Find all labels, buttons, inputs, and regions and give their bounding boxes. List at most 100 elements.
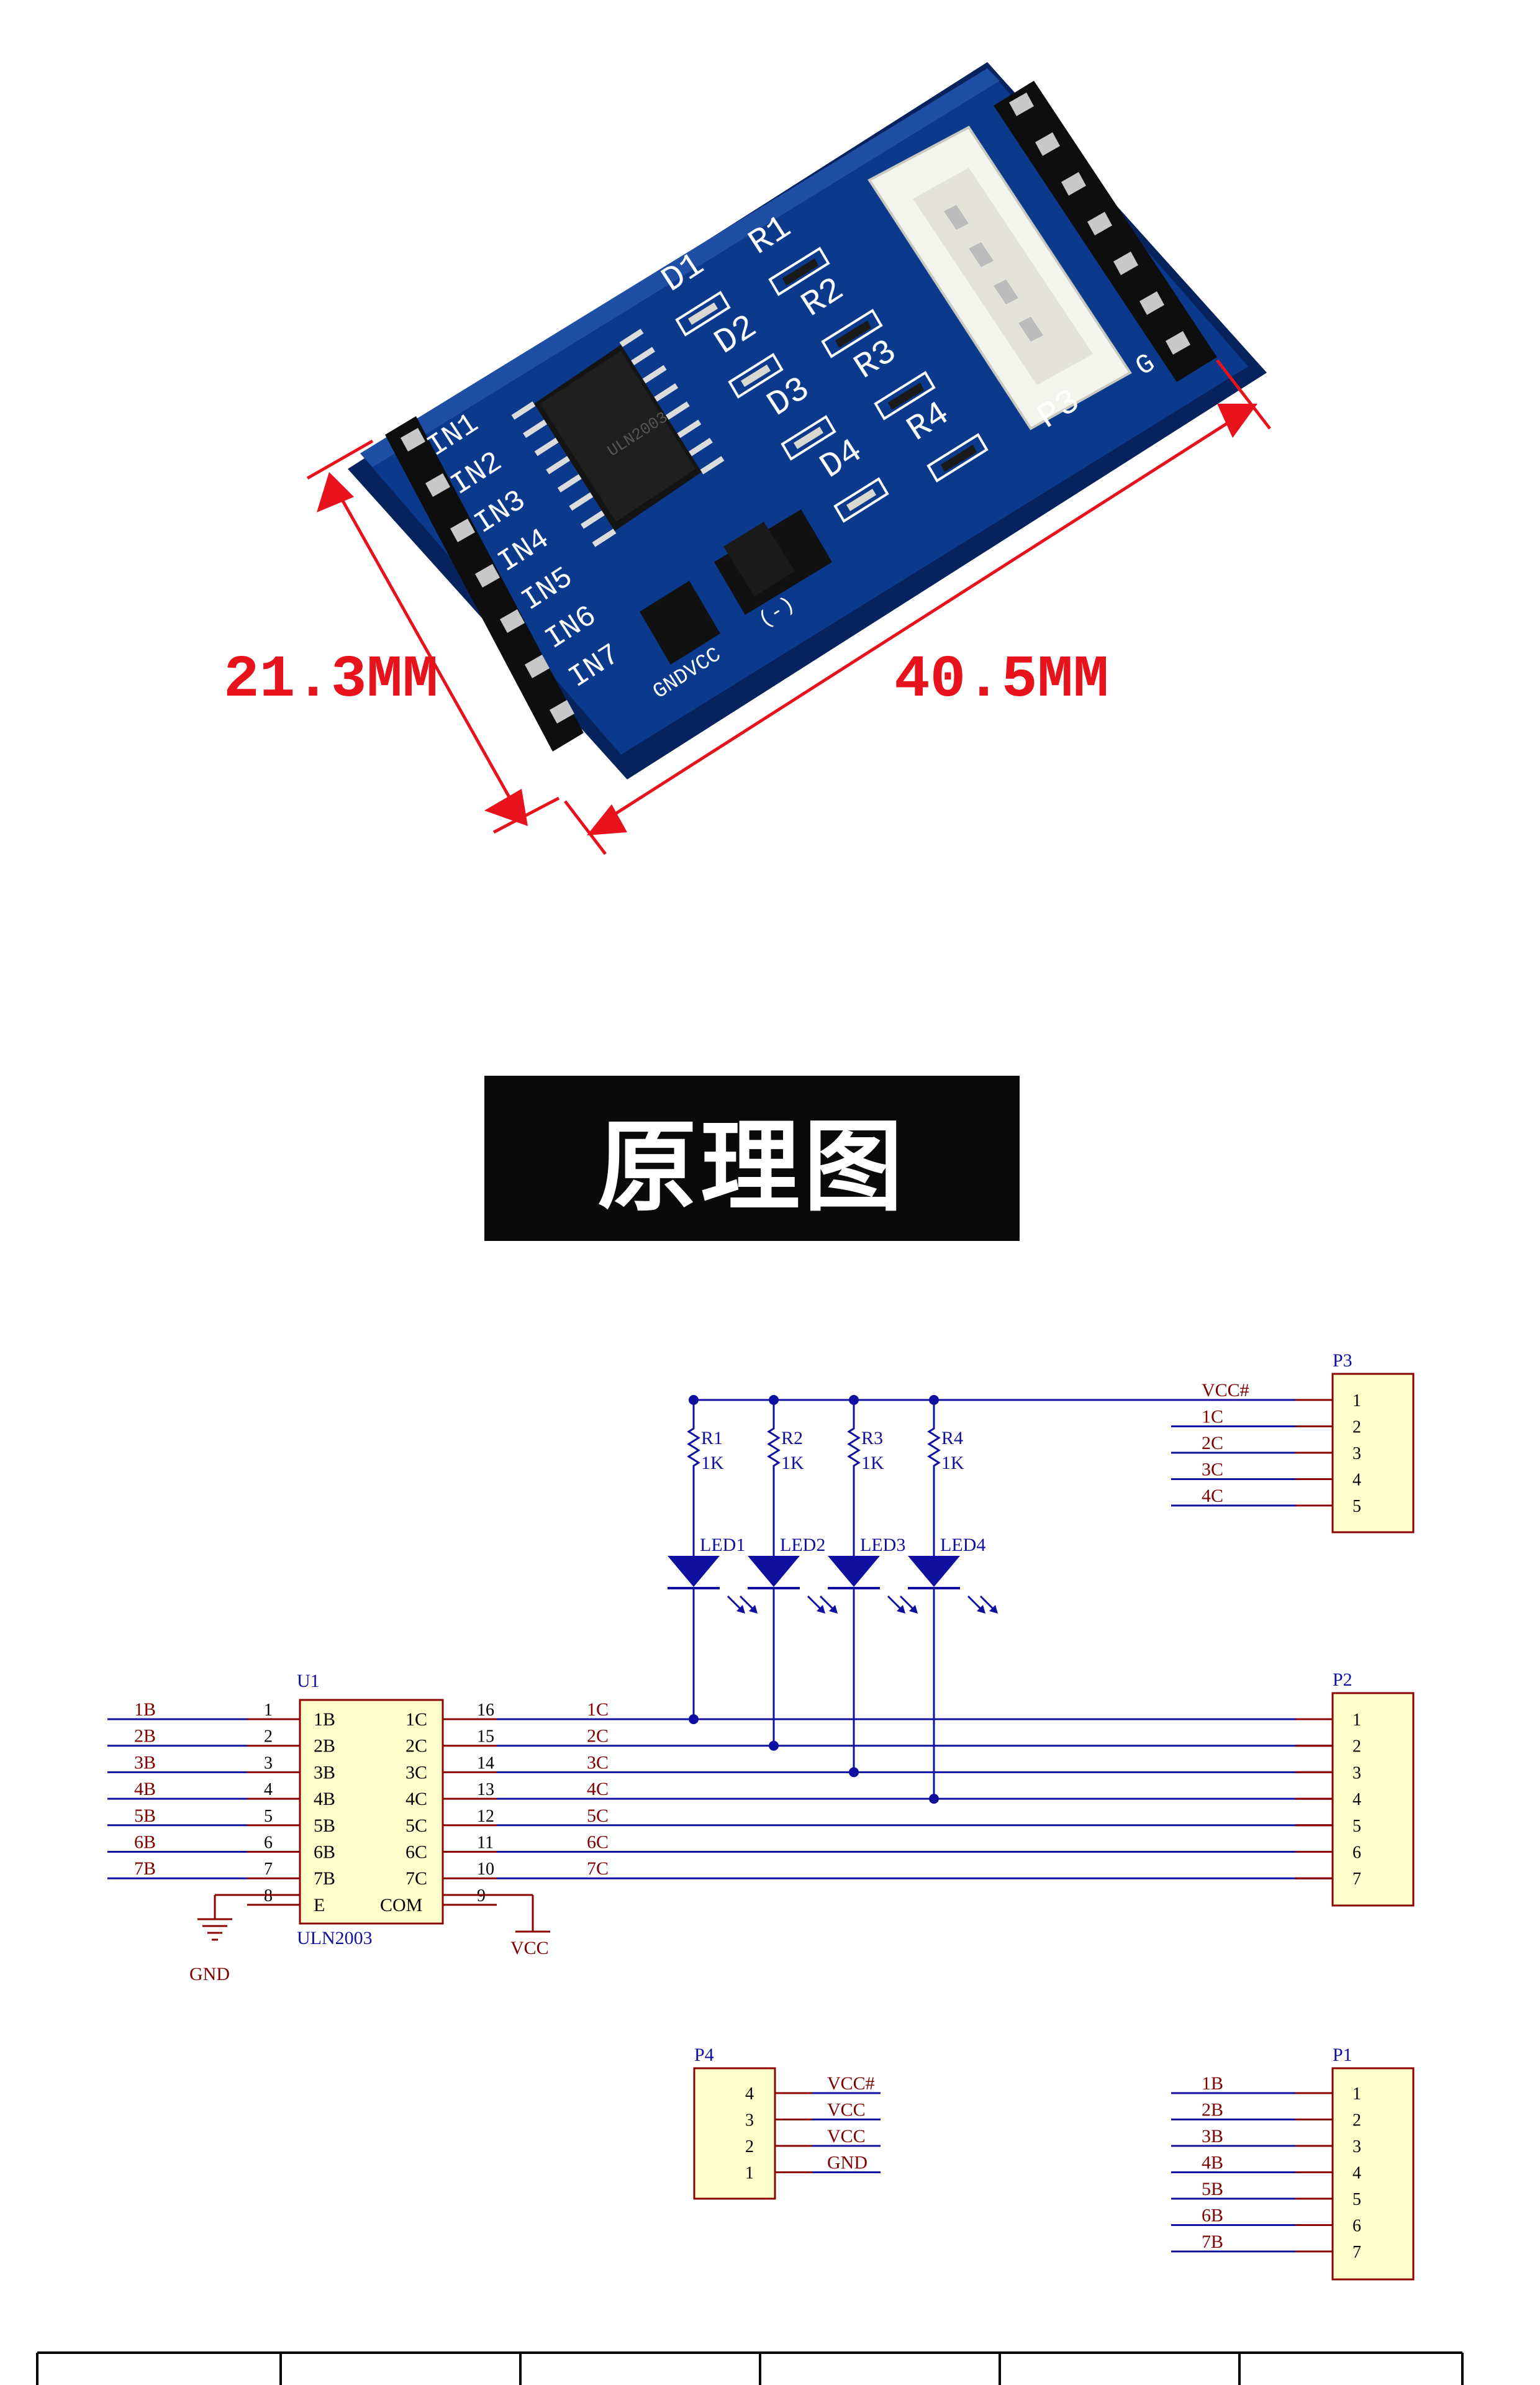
resistor-outline (874, 371, 936, 420)
u1-pin-number: 15 (477, 1727, 494, 1747)
output-pin-header (994, 81, 1217, 382)
u1-pin-number: 16 (477, 1701, 494, 1720)
header-pin (1035, 132, 1060, 156)
connector-pin-number: 2 (1352, 1418, 1361, 1437)
net-label: 2C (587, 1726, 609, 1747)
input-pin-header (385, 416, 584, 752)
u1-pin-number: 5 (264, 1807, 273, 1826)
u1-pin-name: 7C (405, 1868, 427, 1889)
p3-ref: P3 (1333, 1350, 1352, 1371)
led-outline (675, 291, 731, 337)
connector-pin-number: 2 (1352, 1737, 1361, 1756)
net-label: 2B (134, 1726, 156, 1747)
net-label: 2C (1202, 1433, 1223, 1453)
connector-pin-number: 7 (1352, 1869, 1361, 1889)
connector-pin-number: 3 (1352, 1763, 1361, 1783)
led-light-arrowhead (829, 1605, 838, 1614)
connector-pin-number: 7 (1352, 2243, 1361, 2262)
connector-pin-number: 6 (1352, 1843, 1361, 1863)
p1-ref: P1 (1333, 2045, 1352, 2065)
u1-pin-name: COM (380, 1895, 422, 1915)
smd-led (741, 365, 771, 387)
connector-pin-number: 1 (745, 2164, 754, 2183)
u1-pin-number: 6 (264, 1833, 273, 1853)
resistor-ref: R4 (941, 1428, 963, 1448)
net-label: 7B (134, 1858, 156, 1879)
junction-dot (929, 1794, 939, 1804)
net-label: 3B (1202, 2126, 1223, 2146)
chip-leg (534, 437, 559, 457)
u1-pin-name: 6C (405, 1842, 427, 1863)
resistor-symbol (687, 1400, 700, 1556)
motor-connector (867, 125, 1132, 430)
net-label: 1C (1202, 1407, 1223, 1427)
header-pin (1166, 331, 1190, 355)
uln2003-chip: ULN2003 (511, 329, 725, 547)
connector-pin-number: 3 (1352, 1444, 1361, 1463)
smd-resistor (782, 258, 818, 286)
schematic-title: 原理图 (597, 1109, 907, 1225)
schematic-diagram: U1 ULN2003 11B22B33B44B55B66B77B8E 161C1… (36, 1350, 1464, 2385)
resistor-symbol (767, 1400, 781, 1556)
p4-ref: P4 (694, 2045, 714, 2065)
chip-leg (688, 437, 713, 457)
smd-led (688, 302, 718, 325)
smd-resistor (941, 445, 977, 472)
resistor-outline (821, 309, 883, 358)
u1-pin-number: 1 (264, 1701, 273, 1720)
vcc-label: VCC (510, 1938, 549, 1958)
smd-resistor (888, 383, 924, 410)
schematic-title-banner: 原理图 (484, 1076, 1020, 1241)
header-pin (475, 564, 500, 588)
net-label: 1B (134, 1699, 156, 1720)
chip-leg (569, 492, 594, 511)
led-light-arrowhead (909, 1605, 918, 1614)
u1-pin-name: 4C (405, 1789, 427, 1809)
connector-pin-number: 2 (1352, 2111, 1361, 2130)
header-pin (525, 655, 550, 678)
resistor-symbol (847, 1400, 861, 1556)
connector-pin-number: 2 (745, 2137, 754, 2156)
led-symbol (828, 1556, 880, 1587)
net-label: 7C (587, 1858, 609, 1879)
net-label: 3C (587, 1752, 609, 1773)
smd-resistor (835, 320, 871, 348)
net-label: VCC# (827, 2073, 875, 2094)
u1-pin-number: 12 (477, 1807, 494, 1826)
led-symbol (668, 1556, 720, 1587)
connector-pin-number: 5 (1352, 1497, 1361, 1516)
width-dimension-label: 21.3MM (224, 646, 438, 714)
connector-pin-number: 1 (1352, 2084, 1361, 2104)
led-light-arrowhead (977, 1605, 985, 1614)
width-dimension (306, 439, 560, 834)
net-label: 5B (1202, 2179, 1223, 2199)
resistor-value: 1K (861, 1453, 884, 1473)
u1-pin-number: 13 (477, 1780, 494, 1799)
net-label: 1B (1202, 2073, 1223, 2094)
header-pin (1061, 172, 1086, 196)
junction-dot (689, 1714, 699, 1724)
connector-pin-number: 3 (745, 2111, 754, 2130)
net-label: 1C (587, 1699, 609, 1720)
u1-pin-name: 3B (314, 1762, 335, 1783)
resistor-outline (926, 433, 989, 483)
net-label: 5B (134, 1806, 156, 1826)
u1-pin-number: 7 (264, 1860, 273, 1879)
chip-leg (619, 329, 644, 347)
net-label: 4B (1202, 2153, 1223, 2173)
chip-leg (511, 401, 536, 420)
u1-pin-number: 10 (477, 1860, 494, 1879)
header-pin (425, 473, 450, 497)
chip-leg (523, 419, 548, 438)
junction-dot (769, 1740, 779, 1751)
chip-leg (592, 529, 617, 547)
length-dimension-label: 40.5MM (894, 646, 1109, 714)
vcc-symbol (443, 1894, 550, 1933)
smd-led (846, 489, 876, 511)
led-ref: LED1 (700, 1535, 745, 1555)
header-pin (1009, 93, 1034, 116)
net-label: 7B (1202, 2232, 1223, 2252)
net-label: 3C (1202, 1460, 1223, 1480)
